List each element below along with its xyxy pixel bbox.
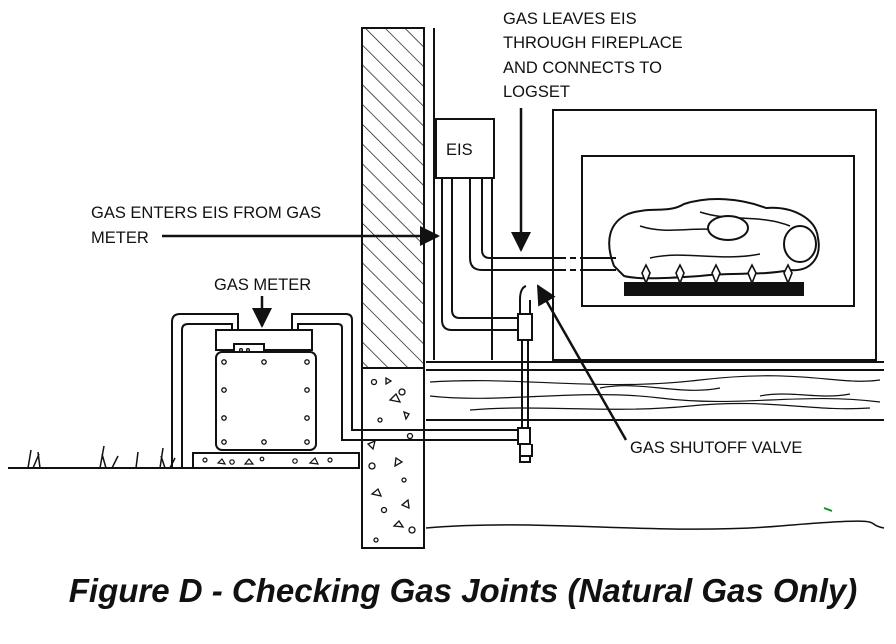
gas-meter-body xyxy=(215,329,317,451)
floor-joist xyxy=(426,361,884,421)
gas-pipes xyxy=(171,178,616,468)
label-gas-enters-eis: GAS ENTERS EIS FROM GAS METER xyxy=(91,204,326,247)
logset xyxy=(608,198,820,296)
label-eis: EIS xyxy=(446,141,473,159)
eis-box xyxy=(435,118,495,179)
basement-floor xyxy=(425,520,885,530)
arrow-shutoff-valve xyxy=(536,284,628,441)
accent-mark xyxy=(823,507,833,512)
figure-caption: Figure D - Checking Gas Joints (Natural … xyxy=(69,572,858,609)
concrete-foundation xyxy=(361,367,425,549)
label-gas-meter: GAS METER xyxy=(214,276,311,294)
label-gas-leaves-eis: GAS LEAVES EIS THROUGH FIREPLACE AND CON… xyxy=(503,10,687,101)
label-gas-shutoff-valve: GAS SHUTOFF VALVE xyxy=(630,439,802,457)
meter-pad xyxy=(192,452,360,469)
